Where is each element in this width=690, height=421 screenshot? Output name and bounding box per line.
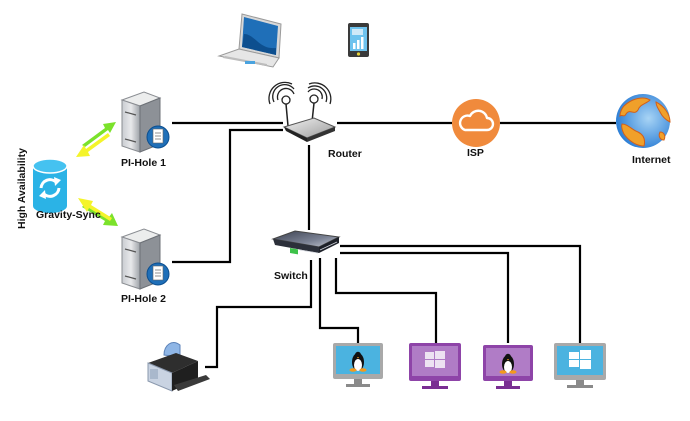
smartphone-icon[interactable] [348, 23, 369, 57]
windows-icon [425, 351, 445, 368]
pihole2-label: PI-Hole 2 [121, 293, 166, 305]
linux-icon [499, 353, 517, 374]
windows-icon [569, 350, 591, 369]
laptop-icon[interactable] [217, 13, 282, 68]
isp-label: ISP [467, 147, 484, 159]
server-icon[interactable] [120, 228, 170, 290]
wires [172, 121, 616, 369]
wire-pihole2-router [172, 128, 283, 264]
internet-label: Internet [632, 154, 671, 166]
switch-label: Switch [274, 270, 308, 282]
high-availability-label: High Availability [16, 148, 28, 229]
linux-icon [349, 351, 367, 372]
client-2-windows-monitor[interactable] [409, 343, 461, 389]
pihole1-label: PI-Hole 1 [121, 157, 166, 169]
client-4-windows-monitor[interactable] [554, 343, 606, 388]
router-label: Router [328, 148, 362, 160]
wire-switch-client-4 [340, 244, 582, 343]
client-3-linux-monitor[interactable] [483, 345, 533, 389]
network-switch-icon[interactable] [271, 230, 341, 255]
wire-switch-client-3 [340, 251, 510, 343]
client-1-linux-monitor[interactable] [333, 343, 383, 387]
server-icon[interactable] [120, 91, 170, 153]
sync-arrows-bottom [78, 198, 118, 226]
database-sync-icon[interactable] [32, 158, 68, 213]
sync-arrows-top [76, 122, 116, 157]
wifi-router-icon[interactable] [268, 81, 337, 142]
gravity-sync-label: Gravity-Sync [36, 209, 101, 221]
cloud-icon[interactable] [452, 99, 500, 147]
globe-icon[interactable] [616, 94, 671, 148]
wire-switch-printer [205, 260, 313, 369]
wire-switch-client-1 [318, 258, 360, 343]
printer-icon[interactable] [147, 342, 210, 392]
wire-switch-client-2 [334, 258, 438, 343]
